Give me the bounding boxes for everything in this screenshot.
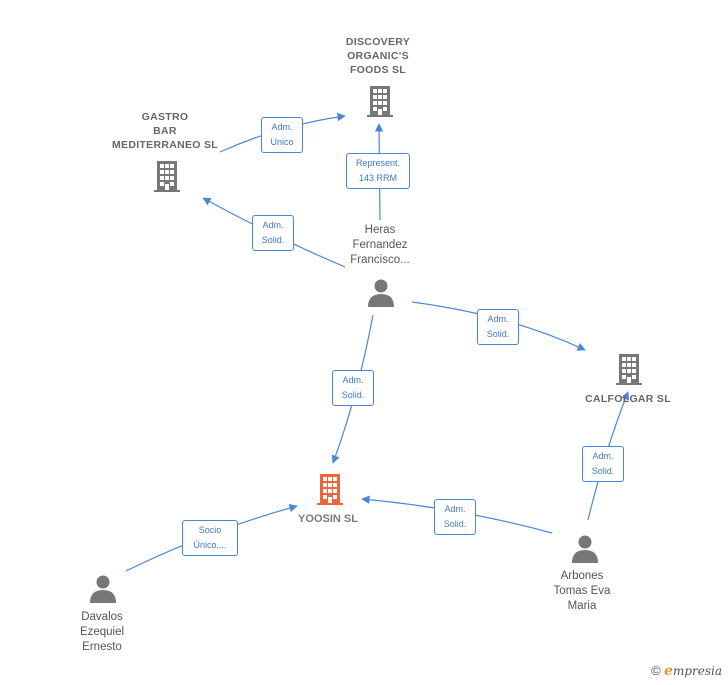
person-icon — [368, 279, 394, 307]
edge-label-davalos-yoosin[interactable]: Socio Único,... — [182, 520, 238, 556]
edge-label-arbones-calfolgar[interactable]: Adm. Solid. — [582, 446, 624, 482]
building-icon-focus — [317, 474, 343, 505]
brand-footer: © empresia — [651, 663, 722, 679]
brand-logo: empresia — [664, 663, 722, 679]
node-label-discovery[interactable]: DISCOVERY ORGANIC'S FOODS SL — [345, 36, 411, 76]
person-icon — [90, 575, 116, 603]
node-label-davalos[interactable]: Davalos Ezequiel Ernesto — [79, 611, 125, 653]
edge-label-heras-discovery[interactable]: Represent. 143 RRM — [346, 153, 410, 189]
building-icon — [154, 161, 180, 192]
edge-label-gastro-discovery[interactable]: Adm. Unico — [261, 117, 303, 153]
node-label-heras[interactable]: Heras Fernandez Francisco... — [350, 224, 410, 266]
node-label-gastro[interactable]: GASTRO BAR MEDITERRANEO SL — [111, 111, 218, 151]
node-label-yoosin[interactable]: YOOSIN SL — [298, 513, 358, 525]
edge-label-heras-calfolgar[interactable]: Adm. Solid. — [477, 309, 519, 345]
person-icon — [572, 535, 598, 563]
building-icon — [616, 354, 642, 385]
node-label-arbones[interactable]: Arbones Tomas Eva Maria — [553, 570, 611, 612]
edge-label-arbones-yoosin[interactable]: Adm. Solid. — [434, 499, 476, 535]
node-label-calfolgar[interactable]: CALFOLGAR SL — [585, 393, 671, 405]
building-icon — [367, 86, 393, 117]
edge-label-heras-gastro[interactable]: Adm. Solid. — [252, 215, 294, 251]
copyright-symbol: © — [651, 663, 661, 678]
edge-label-heras-yoosin[interactable]: Adm. Solid. — [332, 370, 374, 406]
